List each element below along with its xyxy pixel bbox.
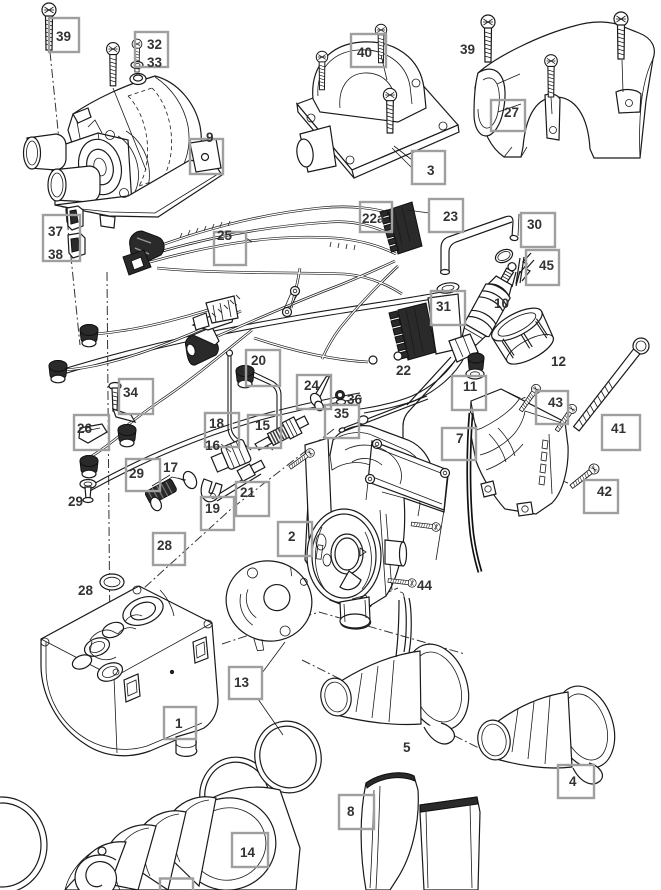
svg-text:8: 8 (347, 804, 355, 819)
svg-text:30: 30 (527, 217, 542, 232)
svg-text:43: 43 (548, 395, 564, 410)
svg-text:11: 11 (463, 379, 478, 394)
svg-text:13: 13 (234, 675, 250, 690)
svg-text:32: 32 (147, 37, 162, 52)
svg-text:10: 10 (494, 296, 509, 311)
svg-text:1: 1 (175, 716, 183, 731)
svg-text:17: 17 (163, 460, 178, 475)
svg-text:28: 28 (78, 583, 94, 598)
svg-text:27: 27 (504, 105, 519, 120)
svg-text:37: 37 (48, 224, 63, 239)
svg-text:42: 42 (597, 484, 612, 499)
svg-text:44: 44 (417, 578, 433, 593)
svg-text:20: 20 (251, 353, 266, 368)
svg-text:3: 3 (427, 163, 435, 178)
svg-text:40: 40 (357, 45, 372, 60)
svg-text:39: 39 (460, 42, 475, 57)
svg-text:33: 33 (147, 55, 163, 70)
svg-text:36: 36 (347, 392, 363, 407)
svg-text:18: 18 (209, 416, 225, 431)
svg-text:38: 38 (48, 247, 64, 262)
svg-text:15: 15 (255, 418, 271, 433)
svg-text:12: 12 (551, 354, 566, 369)
svg-text:28: 28 (157, 538, 173, 553)
svg-text:34: 34 (123, 385, 139, 400)
svg-text:26: 26 (77, 421, 93, 436)
svg-text:35: 35 (334, 406, 350, 421)
svg-text:29: 29 (68, 494, 83, 509)
svg-text:9: 9 (206, 130, 214, 145)
svg-text:22: 22 (396, 363, 411, 378)
svg-text:25: 25 (217, 228, 233, 243)
svg-text:24: 24 (304, 378, 320, 393)
svg-text:41: 41 (611, 421, 627, 436)
svg-text:39: 39 (56, 29, 71, 44)
svg-text:22a: 22a (362, 211, 385, 226)
svg-text:19: 19 (205, 501, 220, 516)
svg-text:31: 31 (436, 299, 452, 314)
svg-text:45: 45 (539, 258, 555, 273)
svg-text:21: 21 (240, 485, 256, 500)
svg-text:29: 29 (129, 466, 144, 481)
svg-text:7: 7 (456, 431, 464, 446)
svg-text:5: 5 (403, 740, 411, 755)
svg-text:16: 16 (205, 438, 221, 453)
svg-text:14: 14 (240, 845, 256, 860)
svg-text:2: 2 (288, 529, 296, 544)
svg-text:4: 4 (569, 774, 577, 789)
svg-text:23: 23 (443, 209, 459, 224)
